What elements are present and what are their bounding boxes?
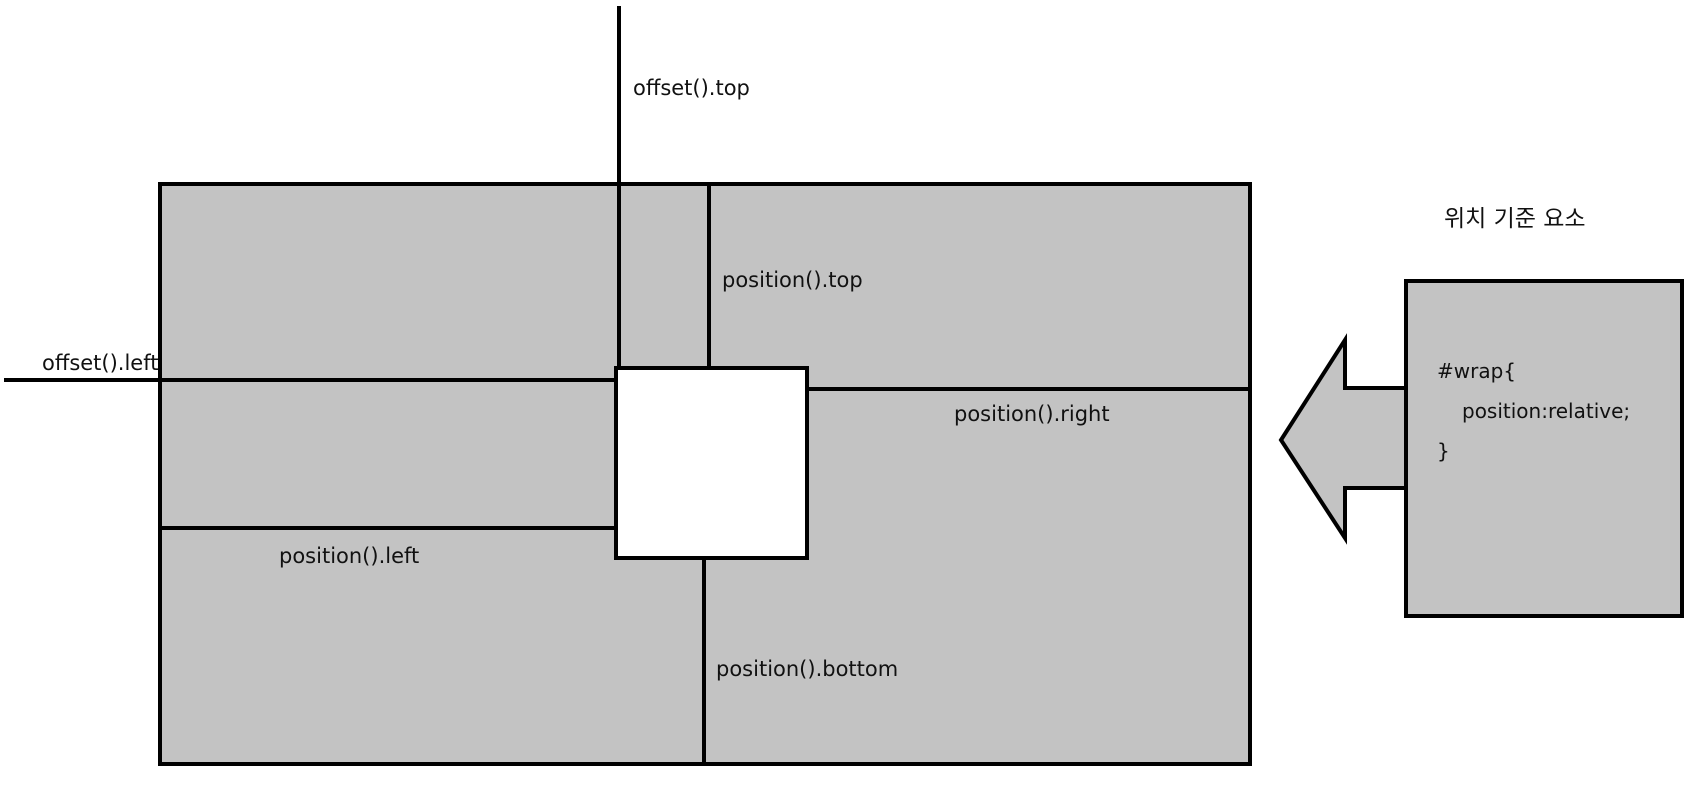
left-arrow: [1278, 333, 1408, 545]
position-bottom-label: position().bottom: [716, 657, 898, 681]
position-top-label: position().top: [722, 268, 863, 292]
reference-title: 위치 기준 요소: [1444, 206, 1586, 232]
position-left-label: position().left: [279, 544, 419, 568]
code-line-close: }: [1437, 439, 1450, 463]
position-right-label: position().right: [954, 402, 1110, 426]
reference-element-box: [1404, 279, 1684, 618]
offset-left-label: offset().left: [42, 351, 158, 375]
target-element-box: [614, 366, 809, 560]
offset-top-label: offset().top: [633, 76, 750, 100]
code-line-open: #wrap{: [1437, 359, 1516, 383]
code-line-position: position:relative;: [1462, 399, 1630, 423]
